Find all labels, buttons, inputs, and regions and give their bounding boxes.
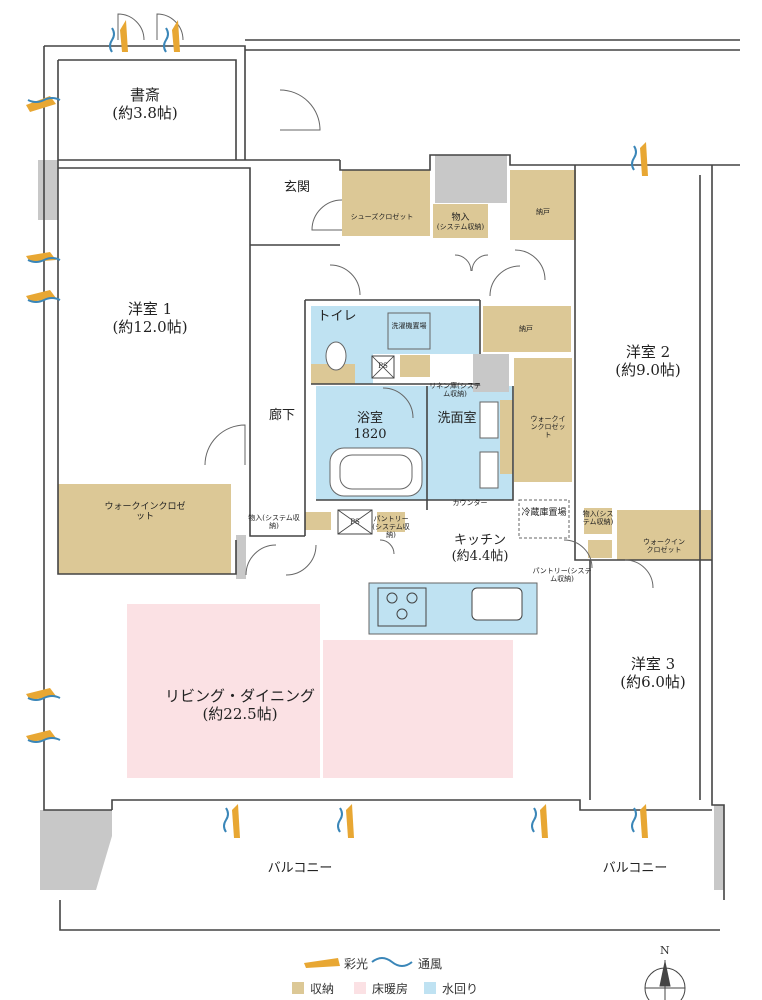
wind-waves — [27, 27, 637, 833]
room-entrance: 玄関 — [283, 180, 310, 195]
floor-heating-zone — [127, 604, 320, 778]
storage-wash-shelf — [500, 400, 513, 474]
label-nando-mid: 納戸 — [519, 325, 533, 333]
wall-column — [236, 535, 246, 579]
light-arrows — [26, 20, 648, 838]
ps-box-cross — [337, 509, 373, 535]
label-monoire-left: 物入(システム収納) — [248, 514, 300, 531]
bathtub — [329, 447, 423, 497]
water-zone-wash — [373, 306, 479, 354]
label-fridge: 冷蔵庫置場 — [521, 508, 567, 518]
ps-box-cross — [371, 355, 395, 379]
legend-wind: 通風 — [418, 957, 443, 971]
legend-storage: 収納 — [310, 982, 335, 996]
storage-nando-top — [510, 170, 576, 240]
floor-heating-zone — [323, 640, 513, 778]
room-balcony-right: バルコニー — [602, 861, 668, 876]
storage-toilet — [311, 364, 355, 384]
room-washroom: 洗面室 — [437, 411, 477, 426]
label-monoire-right: 物入(システム収納) — [582, 510, 614, 527]
legend-water-swatch — [424, 982, 436, 994]
room-kitchen: キッチン(約4.4帖) — [451, 533, 509, 564]
wall-column — [38, 160, 58, 220]
legend-floor-heating: 床暖房 — [372, 982, 409, 996]
washbasin — [479, 451, 499, 489]
washer-space — [387, 312, 431, 350]
legend-storage-swatch — [292, 982, 304, 994]
label-washer: 洗濯機置場 — [391, 322, 427, 330]
label-pantry-center: パントリー(システム収納) — [372, 515, 410, 540]
room-balcony-left: バルコニー — [267, 861, 333, 876]
wall-column — [40, 810, 112, 890]
room-western1: 洋室 1(約12.0帖) — [112, 300, 188, 336]
legend-water: 水回り — [442, 982, 479, 996]
kitchen-sink — [471, 587, 523, 621]
stove — [377, 587, 427, 627]
room-western3: 洋室 3(約6.0帖) — [620, 655, 686, 691]
room-corridor: 廊下 — [268, 408, 295, 423]
storage-wic2 — [514, 358, 572, 482]
room-study: 書斎(約3.8帖) — [112, 86, 178, 122]
wall-shaft — [473, 354, 509, 392]
room-toilet: トイレ — [317, 309, 357, 324]
storage-wic3 — [617, 510, 711, 560]
room-western2: 洋室 2(約9.0帖) — [615, 343, 681, 379]
legend-floor-heating-swatch — [354, 982, 366, 994]
compass-label: N — [660, 944, 670, 957]
label-nando-top: 納戸 — [536, 208, 550, 216]
washbasin — [479, 401, 499, 439]
wall-column — [714, 805, 724, 890]
storage-monoire-right — [584, 508, 612, 534]
fridge-space — [518, 499, 570, 539]
label-wic2: ウォークインクロゼット — [530, 415, 566, 440]
label-wic3: ウォークインクロゼット — [643, 538, 685, 555]
storage-pantry-center — [377, 512, 405, 532]
label-wic1: ウォークインクロゼット — [104, 502, 186, 523]
label-pantry-right: パントリー(システム収納) — [532, 567, 592, 584]
label-counter: カウンター — [452, 499, 488, 507]
water-zone-washroom — [427, 386, 513, 500]
label-linen: リネン庫(システム収納) — [429, 382, 481, 399]
storage-wic1 — [58, 484, 231, 574]
door-swings — [117, 13, 654, 589]
light-legend-icon — [304, 958, 340, 968]
storage-monoire-left — [305, 512, 331, 530]
label-ps2: PS — [350, 518, 360, 526]
bathtub-inner — [339, 454, 413, 490]
storage-shoes — [342, 170, 430, 236]
room-living: リビング・ダイニング(約22.5帖) — [164, 687, 315, 723]
storage-linen — [400, 355, 430, 377]
label-monoire-top: 物入(システム収納) — [436, 213, 485, 232]
label-shoes-closet: シューズクロゼット — [350, 213, 414, 221]
wind-legend-icon — [371, 957, 413, 967]
label-ps1: PS — [378, 362, 388, 370]
storage-monoire-top — [433, 204, 488, 238]
legend-light: 彩光 — [344, 957, 369, 971]
storage-nando-mid — [483, 306, 571, 352]
storage-pantry-right — [588, 540, 612, 558]
wall-shaft — [435, 155, 507, 203]
toilet-bowl — [325, 341, 347, 371]
compass-icon — [644, 960, 686, 1000]
